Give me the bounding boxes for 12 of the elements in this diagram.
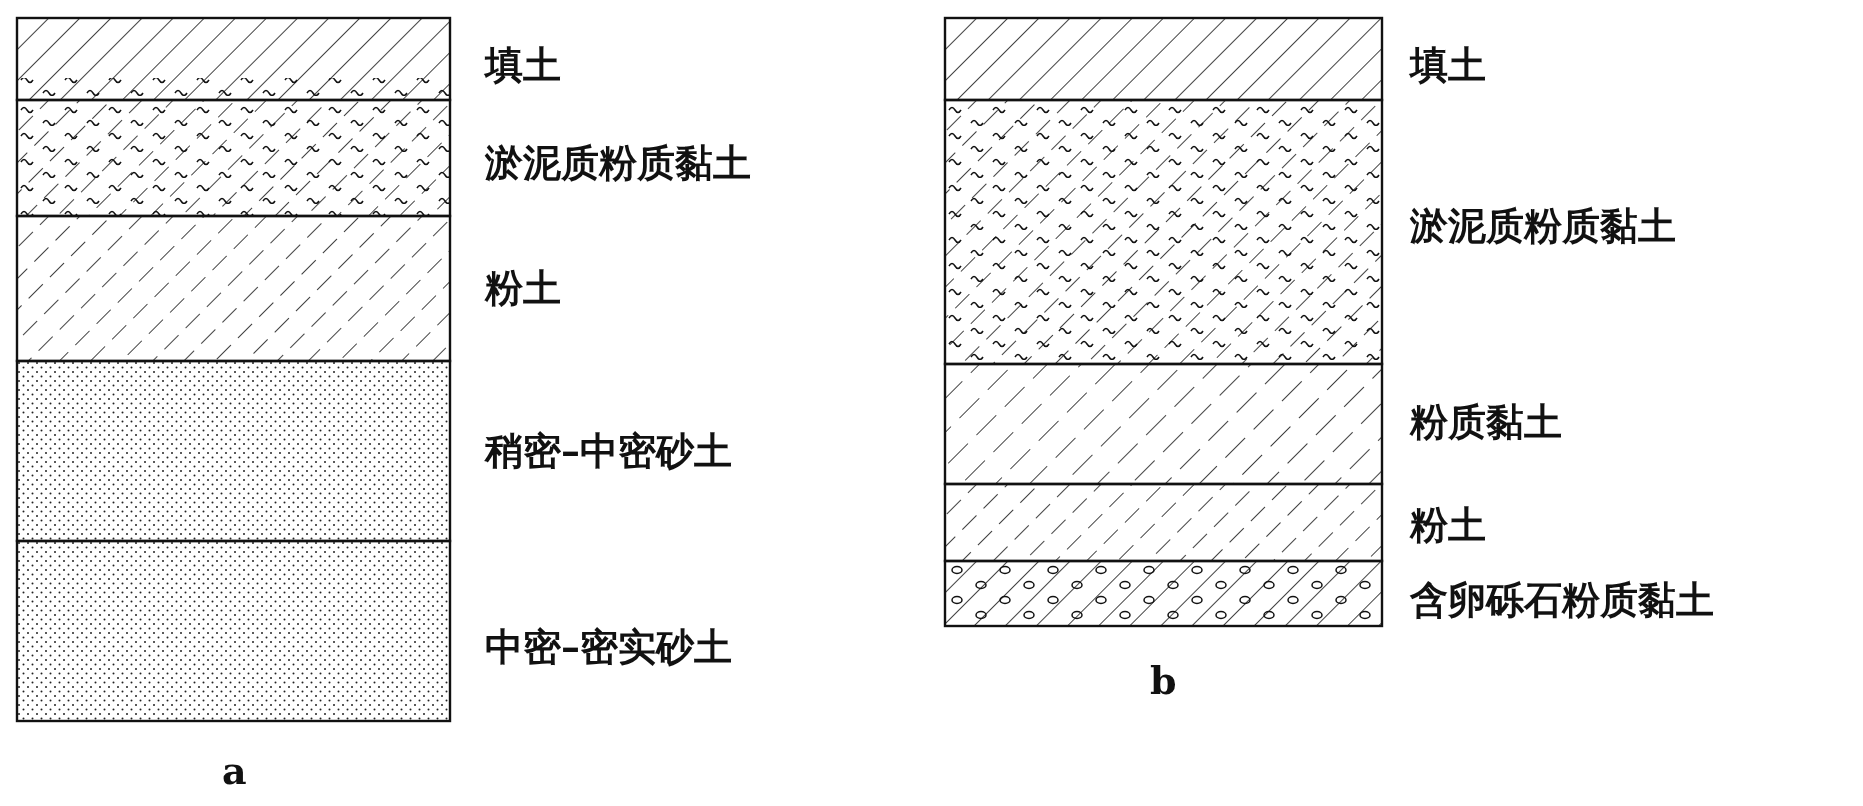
layer-label: 含卵砾石粉质黏土 (1410, 579, 1714, 621)
panel-label: a (222, 752, 247, 790)
layer-label: 中密–密实砂土 (485, 626, 732, 668)
layer-label: 稍密–中密砂土 (485, 430, 732, 472)
layer-label: 淤泥质粉质黏土 (1410, 205, 1676, 247)
panel-label: b (1150, 662, 1177, 700)
layer-label: 粉土 (485, 267, 561, 309)
layer-label: 填土 (1410, 44, 1486, 86)
layer-label: 粉土 (1410, 504, 1486, 546)
layer-label: 淤泥质粉质黏土 (485, 142, 751, 184)
layer-label: 粉质黏土 (1410, 401, 1562, 443)
layer-label: 填土 (485, 44, 561, 86)
